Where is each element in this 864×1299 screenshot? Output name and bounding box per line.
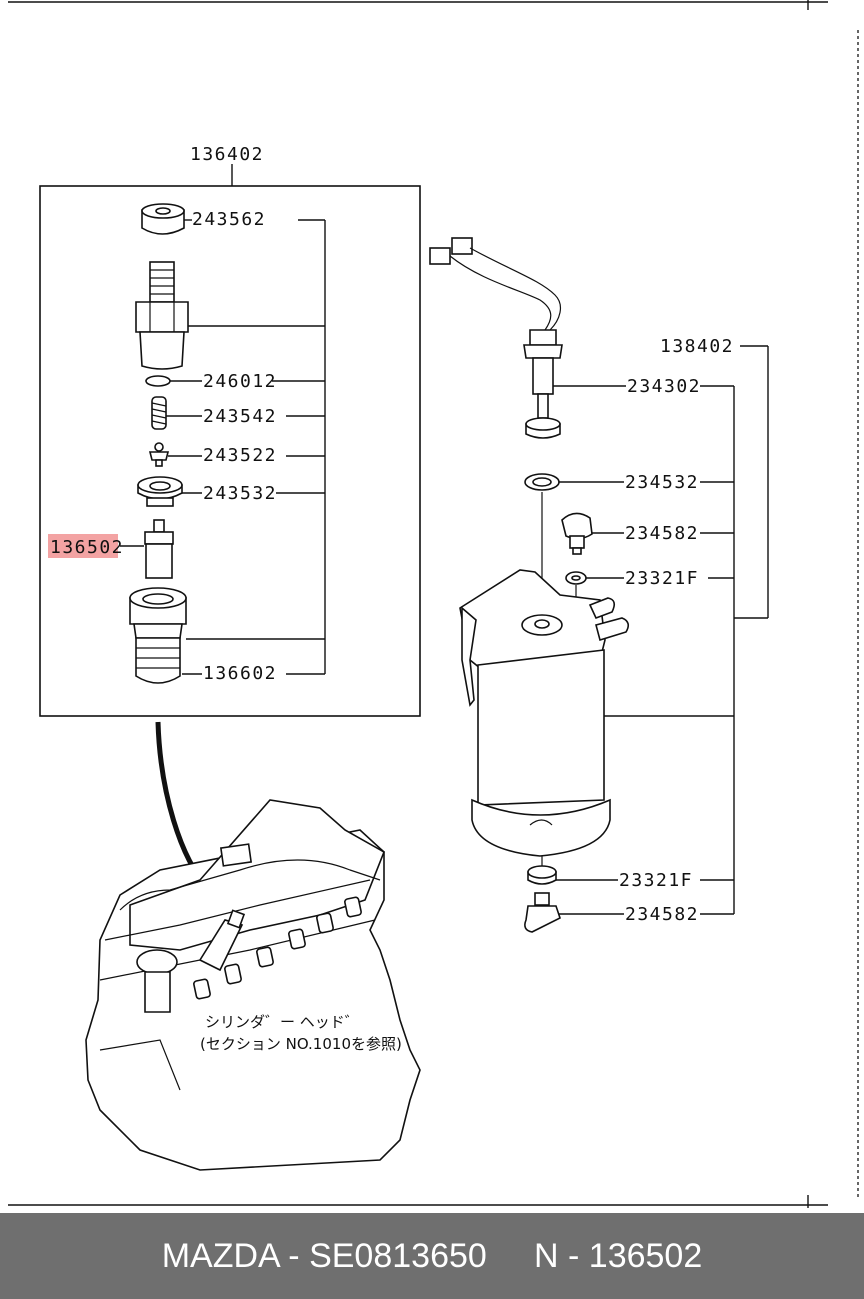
- retaining-nut-136602: [129, 587, 187, 684]
- washer-243562: [141, 203, 185, 235]
- footer-spacer: [487, 1237, 534, 1276]
- page-frame: [8, 0, 859, 1208]
- label-243542: 243542: [203, 406, 277, 427]
- plug-234582-top: [561, 512, 593, 555]
- plug-234582-bottom: [524, 892, 561, 933]
- nozzle-holder: [135, 261, 189, 370]
- label-136402: 136402: [190, 144, 264, 165]
- sensor-234302: [429, 237, 563, 439]
- label-243522: 243522: [203, 445, 277, 466]
- label-23321F-top: 23321F: [625, 568, 699, 589]
- oring-246012: [145, 375, 171, 387]
- label-136602: 136602: [203, 663, 277, 684]
- washer-23321F-bottom: [527, 865, 557, 885]
- spacer-243532: [137, 476, 183, 507]
- label-243562: 243562: [192, 209, 266, 230]
- filter-bracket: [733, 345, 769, 914]
- highlight-136502: [48, 534, 118, 558]
- parts-diagram: 136402 243562 246012 243542: [8, 0, 859, 1208]
- label-234582-top: 234582: [625, 523, 699, 544]
- injector-group-box: [39, 164, 421, 717]
- note-cylinder-head: シリンダ゛ー ヘッド゛: [205, 1013, 360, 1031]
- label-234302: 234302: [627, 376, 701, 397]
- label-23321F-bottom: 23321F: [619, 870, 693, 891]
- spring-243542: [151, 396, 167, 430]
- engine-head-sketch: [85, 799, 421, 1171]
- fuel-filter-body: [459, 569, 630, 857]
- label-138402: 138402: [660, 336, 734, 357]
- note-section-ref: (セクション NO.1010を参照): [200, 1035, 402, 1053]
- label-136502[interactable]: 136502: [50, 537, 124, 558]
- part-number-footer: MAZDA - SE0813650 N - 136502: [0, 1213, 864, 1299]
- label-234532: 234532: [625, 472, 699, 493]
- washer-23321F-top: [565, 571, 587, 585]
- label-246012: 246012: [203, 371, 277, 392]
- nozzle-136502: [144, 519, 174, 579]
- footer-part-number: N - 136502: [534, 1236, 703, 1275]
- gasket-234532: [524, 473, 560, 491]
- label-243532: 243532: [203, 483, 277, 504]
- label-234582-bottom: 234582: [625, 904, 699, 925]
- footer-brand-part: MAZDA - SE0813650: [161, 1236, 487, 1275]
- pin-243522: [148, 442, 170, 467]
